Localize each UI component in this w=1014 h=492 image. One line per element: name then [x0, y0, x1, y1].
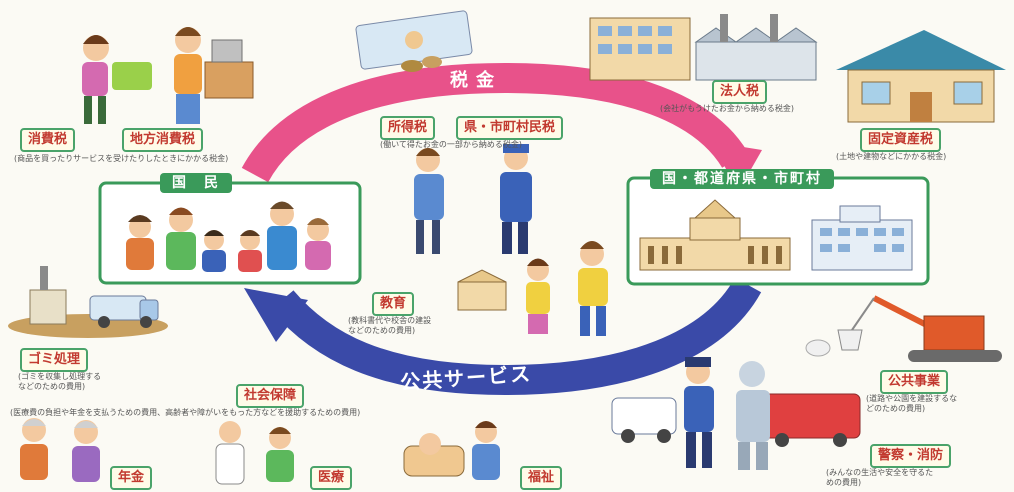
house-illustration — [836, 30, 1006, 123]
crane-illustration — [805, 295, 1002, 362]
consumption-tax-caption: (商品を買ったりサービスを受けたりしたときにかかる税金) — [14, 154, 229, 163]
medical-illustration — [215, 421, 294, 485]
pension-label: 年金 — [110, 466, 153, 490]
garbage-truck-illustration — [8, 266, 168, 338]
resident-tax-label: 県・市町村民税 — [456, 116, 564, 140]
income-tax-label: 所得税 — [380, 116, 436, 140]
education-caption-1: (教科書代や校舎の建設 — [348, 316, 432, 325]
garbage-caption-1: (ゴミを収集し処理する — [18, 372, 102, 381]
medical-label: 医療 — [310, 466, 353, 490]
garbage-caption-2: などのための費用) — [18, 382, 86, 391]
consumption-tax-label: 消費税 — [20, 128, 76, 152]
public-works-label: 公共事業 — [880, 370, 949, 394]
education-caption-2: などのための費用) — [348, 326, 416, 335]
citizens-title: 国 民 — [160, 173, 232, 193]
money-illustration — [355, 10, 473, 72]
corporate-tax-label: 法人税 — [712, 80, 768, 104]
public-works-caption-1: (道路や公園を建設するな — [866, 394, 958, 403]
government-buildings-illustration — [639, 199, 913, 271]
welfare-label: 福祉 — [520, 466, 563, 490]
corporate-tax-caption: (会社がもうけたお金から納める税金) — [660, 104, 795, 113]
government-title: 国・都道府県・市町村 — [650, 169, 834, 189]
shopping-illustration — [82, 27, 254, 124]
public-works-caption-2: どのための費用) — [866, 404, 926, 413]
pension-people-illustration — [20, 418, 100, 482]
tax-flow-label: 税金 — [450, 70, 502, 91]
company-buildings-illustration — [589, 14, 818, 81]
social-security-caption: (医療費の負担や年金を支払うための費用、高齢者や障がいをもった方などを援助するた… — [10, 408, 361, 417]
fixed-asset-tax-label: 固定資産税 — [860, 128, 942, 152]
police-fire-illustration — [611, 357, 861, 470]
public-service-flow-arrow — [244, 277, 762, 396]
income-tax-caption: (働いて得たお金の一部から納める税金) — [380, 140, 523, 149]
police-fire-caption-1: (みんなの生活や安全を守るた — [826, 468, 934, 477]
garbage-label: ゴミ処理 — [20, 348, 89, 372]
education-label: 教育 — [372, 292, 415, 316]
tax-flow-arrow — [241, 62, 762, 192]
citizens-people-illustration — [126, 201, 331, 272]
social-security-label: 社会保障 — [236, 384, 305, 408]
fixed-asset-tax-caption: (土地や建物などにかかる税金) — [836, 152, 947, 161]
local-consumption-tax-label: 地方消費税 — [122, 128, 204, 152]
students-illustration — [457, 241, 608, 336]
welfare-illustration — [403, 421, 500, 480]
police-fire-caption-2: めの費用) — [826, 478, 862, 487]
workers-illustration — [414, 144, 532, 254]
police-fire-label: 警察・消防 — [870, 444, 952, 468]
